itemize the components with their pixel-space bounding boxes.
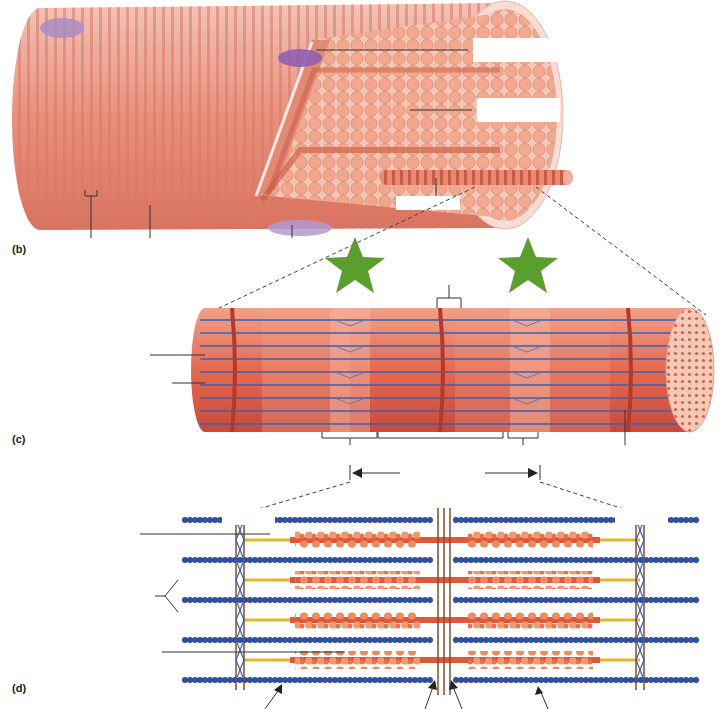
blank-label-boxes (63, 38, 560, 280)
brackets (150, 285, 625, 480)
panel-label: (b) (10, 243, 28, 255)
zoom-lines (238, 482, 642, 515)
muscle-fiber (12, 1, 573, 236)
star-markers (325, 237, 558, 293)
panel-label: (c) (10, 433, 27, 445)
sarcomere (185, 500, 700, 695)
blank-label-boxes (5, 492, 668, 662)
panel-label: (d) (10, 682, 28, 694)
arrowheads (274, 680, 543, 695)
blank-label-boxes (8, 270, 665, 480)
myofibril (191, 308, 714, 432)
zoom-lines (198, 187, 706, 318)
leader-lines (140, 534, 548, 709)
leader-lines (85, 50, 472, 238)
